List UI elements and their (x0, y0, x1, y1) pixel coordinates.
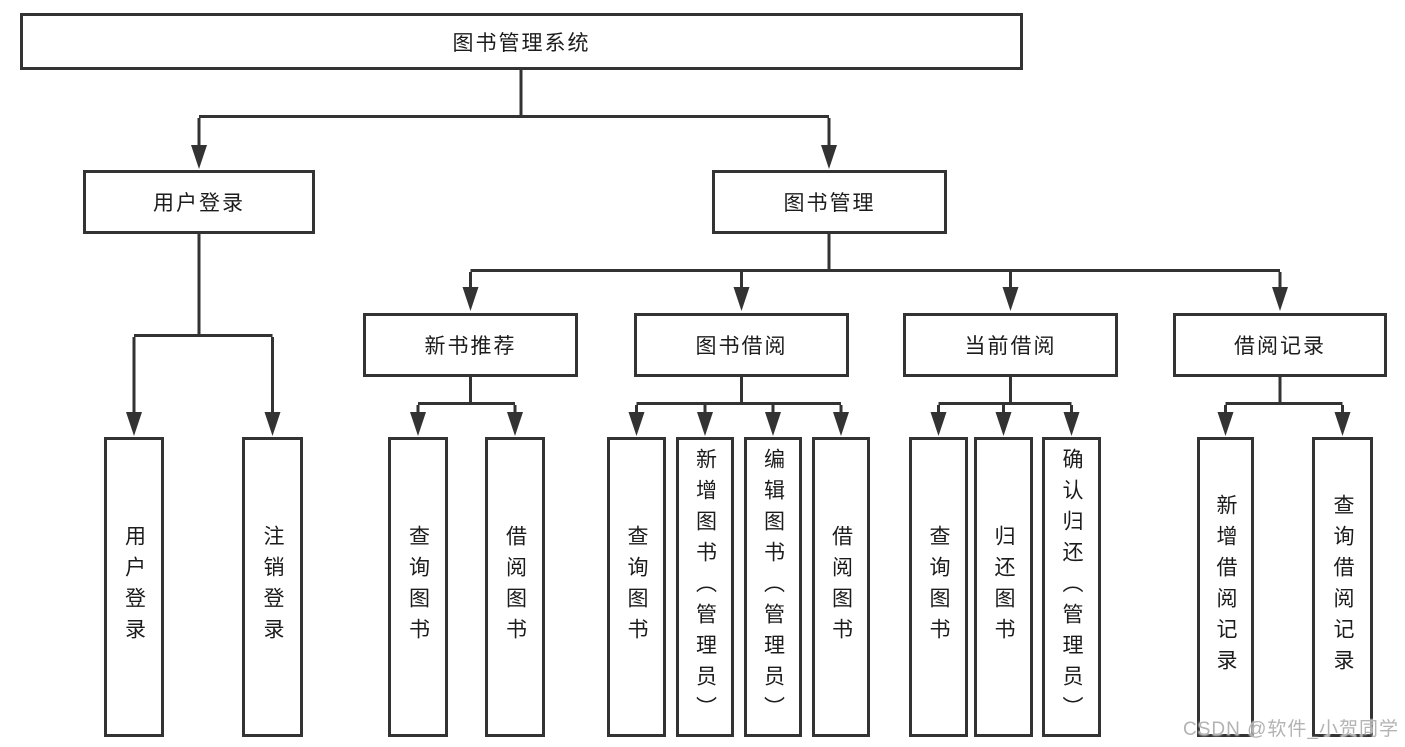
arrowheads (126, 145, 1351, 436)
node-borrowing-records: 借阅记录 (1173, 313, 1387, 377)
node-borrow-edit-books-admin: 编辑图书（管理员） (744, 437, 802, 737)
node-borrow-borrow-books: 借阅图书 (812, 437, 870, 737)
node-borrow-add-books-admin: 新增图书（管理员） (676, 437, 734, 737)
node-book-borrowing: 图书借阅 (634, 313, 849, 377)
node-current-confirm-return-admin: 确认归还（管理员） (1042, 437, 1101, 737)
node-library-management-system: 图书管理系统 (20, 13, 1023, 70)
node-current-query-books: 查询图书 (909, 437, 968, 737)
node-user-login-leaf: 用户登录 (104, 437, 164, 737)
node-newbook-borrow-books: 借阅图书 (485, 437, 545, 737)
csdn-watermark: CSDN @软件_小贺同学 (1183, 719, 1399, 740)
node-user-login: 用户登录 (83, 170, 315, 234)
node-records-query-record: 查询借阅记录 (1312, 437, 1373, 737)
node-newbook-query-books: 查询图书 (388, 437, 448, 737)
node-borrow-query-books: 查询图书 (607, 437, 666, 737)
node-current-return-books: 归还图书 (974, 437, 1033, 737)
node-logout-leaf: 注销登录 (242, 437, 303, 737)
node-current-borrowing: 当前借阅 (903, 313, 1118, 377)
node-book-management: 图书管理 (712, 170, 947, 234)
node-new-book-recommend: 新书推荐 (363, 313, 578, 377)
node-records-add-record: 新增借阅记录 (1197, 437, 1254, 737)
